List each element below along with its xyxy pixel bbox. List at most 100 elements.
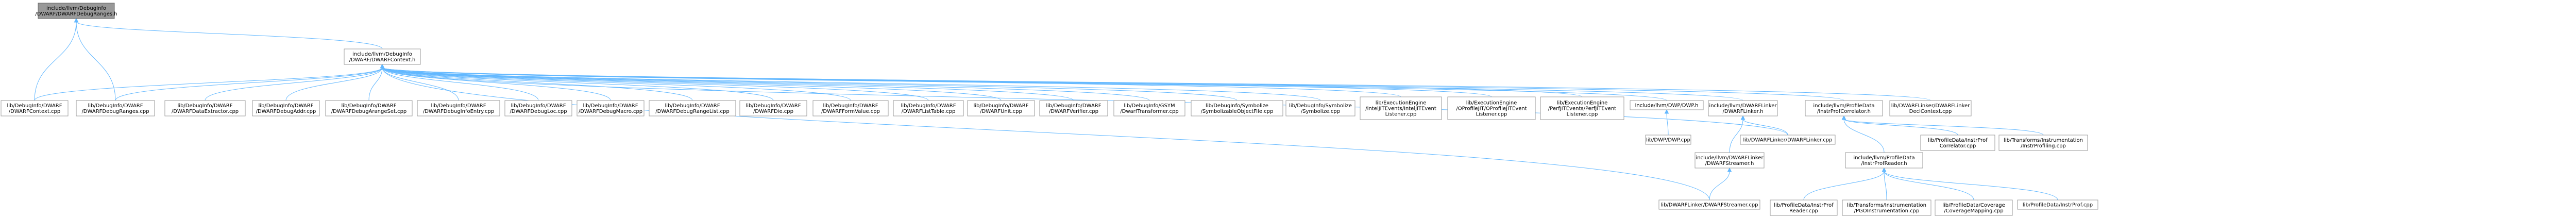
node-label-line: lib/DebugInfo/DWARF bbox=[511, 103, 566, 109]
graph-node[interactable]: lib/DebugInfo/Symbolize/Symbolize.cpp bbox=[1285, 100, 1355, 116]
graph-node[interactable]: lib/DebugInfo/DWARF/DWARFDataExtractor.c… bbox=[164, 100, 246, 116]
node-box bbox=[967, 100, 1035, 116]
graph-node[interactable]: include/llvm/DWARFLinker/DWARFStreamer.h bbox=[1694, 152, 1765, 169]
graph-node[interactable]: lib/DebugInfo/GSYM/DwarfTransformer.cpp bbox=[1113, 100, 1185, 116]
node-label-line: /DWARFVerifier.cpp bbox=[1049, 109, 1098, 114]
node-box bbox=[164, 100, 246, 116]
node-box bbox=[1191, 100, 1283, 116]
graph-node[interactable]: include/llvm/DWP/DWP.h bbox=[1630, 100, 1704, 110]
edge-ctx-to-n_dwp_h bbox=[382, 67, 1667, 101]
node-box bbox=[344, 48, 421, 65]
graph-node[interactable]: lib/DWP/DWP.cpp bbox=[1645, 135, 1691, 145]
graph-node[interactable]: include/llvm/DebugInfo/DWARF/DWARFContex… bbox=[344, 48, 421, 65]
node-label-line: /DWARFDebugArangeSet.cpp bbox=[331, 109, 407, 114]
graph-node[interactable]: lib/DebugInfo/DWARF/DWARFFormValue.cpp bbox=[812, 100, 889, 116]
edge-ctx-to-n_loc bbox=[382, 67, 539, 101]
node-label-line: lib/DWP/DWP.cpp bbox=[1646, 138, 1690, 143]
node-label-line: include/llvm/DebugInfo bbox=[352, 52, 412, 57]
node-box bbox=[1889, 100, 1972, 116]
graph-node[interactable]: include/llvm/ProfileData/InstrProfReader… bbox=[1845, 152, 1923, 169]
node-label-line: /CoverageMapping.cpp bbox=[1944, 208, 2004, 214]
graph-node[interactable]: lib/DWARFLinker/DWARFLinker.cpp bbox=[1740, 135, 1836, 145]
edge-ctx-to-n_declctx bbox=[382, 67, 1931, 101]
node-box bbox=[252, 100, 320, 116]
arrowhead-n_dwp_h-to-n_dwp_cpp bbox=[1664, 109, 1669, 114]
node-label-line: /DWARFUnit.cpp bbox=[980, 109, 1022, 114]
edge-ctx-to-n_arangeset bbox=[368, 67, 383, 101]
edge-root-to-n_ranges_cpp bbox=[76, 21, 116, 101]
graph-nodes: include/llvm/DebugInfo/DWARF/DWARFDebugR… bbox=[1, 3, 2098, 216]
graph-node[interactable]: lib/DebugInfo/DWARF/DWARFDebugRanges.cpp bbox=[76, 100, 155, 116]
arrowhead-root-to-n_ranges_cpp bbox=[74, 18, 79, 23]
root-node: include/llvm/DebugInfo/DWARF/DWARFDebugR… bbox=[35, 3, 117, 19]
node-box bbox=[2017, 199, 2098, 210]
node-box bbox=[739, 100, 807, 116]
graph-node[interactable]: lib/DebugInfo/Symbolize/SymbolizableObje… bbox=[1191, 100, 1283, 116]
graph-node[interactable]: lib/DebugInfo/DWARF/DWARFVerifier.cpp bbox=[1039, 100, 1108, 116]
node-label-line: /InstrProfCorrelator.h bbox=[1817, 109, 1871, 114]
graph-node[interactable]: lib/ExecutionEngine/OProfileJIT/OProfile… bbox=[1447, 96, 1536, 120]
node-label-line: DeclContext.cpp bbox=[1909, 109, 1952, 114]
node-label-line: lib/ExecutionEngine bbox=[1376, 101, 1427, 106]
node-label-line: /DWARFDebugRangeList.cpp bbox=[655, 109, 729, 114]
graph-node[interactable]: lib/ProfileData/InstrProfCorrelator.cpp bbox=[1920, 135, 1995, 151]
node-box bbox=[1285, 100, 1355, 116]
graph-node[interactable]: include/llvm/DWARFLinker/DWARFLinker.h bbox=[1708, 100, 1778, 116]
graph-node[interactable]: lib/DebugInfo/DWARF/DWARFUnit.cpp bbox=[967, 100, 1035, 116]
node-label-line: lib/DebugInfo/DWARF bbox=[177, 103, 232, 109]
edge-ctx-to-n_linker_h bbox=[382, 67, 1743, 101]
edge-root-to-n_ctx_cpp bbox=[34, 21, 77, 101]
node-label-line: Listener.cpp bbox=[1567, 112, 1598, 118]
graph-node[interactable]: lib/DebugInfo/DWARF/DWARFDebugRangeList.… bbox=[649, 100, 736, 116]
node-label-line: /DWARFDebugLoc.cpp bbox=[510, 109, 567, 114]
node-label-line: /SymbolizableObjectFile.cpp bbox=[1201, 109, 1274, 114]
graph-node[interactable]: lib/ProfileData/InstrProfReader.cpp bbox=[1770, 199, 1838, 216]
graph-node[interactable]: lib/DebugInfo/DWARF/DWARFDebugArangeSet.… bbox=[325, 100, 413, 116]
graph-node[interactable]: lib/DebugInfo/DWARF/DWARFDie.cpp bbox=[739, 100, 807, 116]
node-label-line: /IntelJITEvents/IntelJITEvent bbox=[1365, 106, 1436, 112]
node-label-line: /DwarfTransformer.cpp bbox=[1120, 109, 1178, 114]
graph-node[interactable]: lib/DebugInfo/DWARF/DWARFDebugInfoEntry.… bbox=[417, 100, 500, 116]
node-box bbox=[76, 100, 155, 116]
graph-node[interactable]: lib/DWARFLinker/DWARFStreamer.cpp bbox=[1658, 199, 1760, 210]
node-label-line: lib/Transforms/Instrumentation bbox=[1847, 203, 1926, 208]
graph-node[interactable]: lib/ProfileData/Coverage/CoverageMapping… bbox=[1935, 199, 2013, 216]
node-label-line: /DWARFDebugMacro.cpp bbox=[579, 109, 642, 114]
arrowhead-n_correlator_h-to-n_instrprofiling bbox=[1841, 115, 1846, 120]
graph-node[interactable]: lib/ProfileData/InstrProf.cpp bbox=[2017, 199, 2098, 210]
node-label-line: lib/DebugInfo/DWARF bbox=[258, 103, 313, 109]
edge-ctx-to-n_arangeentry bbox=[382, 67, 459, 101]
edge-n_streamer_h-to-n_streamer_cpp bbox=[1709, 171, 1730, 201]
graph-node[interactable]: include/llvm/ProfileData/InstrProfCorrel… bbox=[1805, 100, 1883, 116]
graph-node[interactable]: lib/DebugInfo/DWARF/DWARFContext.cpp bbox=[1, 100, 69, 116]
node-box bbox=[1630, 100, 1704, 110]
graph-node[interactable]: lib/DebugInfo/DWARF/DWARFListTable.cpp bbox=[893, 100, 964, 116]
graph-node[interactable]: lib/Transforms/Instrumentation/PGOInstru… bbox=[1842, 199, 1931, 216]
edge-n_reader_h-to-n_instrprof_cpp bbox=[1884, 171, 2058, 201]
graph-node[interactable]: lib/ExecutionEngine/PerfJITEvents/PerfJI… bbox=[1540, 96, 1624, 120]
graph-node[interactable]: lib/ExecutionEngine/IntelJITEvents/Intel… bbox=[1360, 96, 1442, 120]
node-label-line: /DWARF/DWARFContext.h bbox=[349, 57, 416, 63]
node-label-line: lib/DebugInfo/DWARF bbox=[823, 103, 878, 109]
graph-node[interactable]: lib/DebugInfo/DWARF/DWARFDebugLoc.cpp bbox=[504, 100, 572, 116]
node-label-line: /DWARFStreamer.h bbox=[1705, 161, 1754, 166]
edge-ctx-to-n_symobj bbox=[382, 67, 1238, 101]
node-box bbox=[1645, 135, 1691, 145]
node-box bbox=[649, 100, 736, 116]
node-box bbox=[1845, 152, 1923, 169]
edge-ctx-to-n_ranges_cpp bbox=[115, 67, 383, 101]
node-box bbox=[417, 100, 500, 116]
node-label-line: /PerfJITEvents/PerfJITEvent bbox=[1548, 106, 1616, 112]
graph-node[interactable]: lib/Transforms/Instrumentation/InstrProf… bbox=[1998, 135, 2088, 151]
node-label-line: /OProfileJIT/OProfileJITEvent bbox=[1456, 106, 1527, 112]
node-label-line: Correlator.cpp bbox=[1940, 143, 1976, 149]
edge-ctx-to-n_rnglist bbox=[382, 67, 693, 101]
node-label-line: /DWARFDebugRanges.cpp bbox=[81, 109, 149, 114]
graph-node[interactable]: lib/DebugInfo/DWARF/DWARFDebugMacro.cpp bbox=[577, 100, 645, 116]
node-label-line: lib/DebugInfo/DWARF bbox=[88, 103, 143, 109]
node-box bbox=[893, 100, 964, 116]
graph-node[interactable]: lib/DWARFLinker/DWARFLinkerDeclContext.c… bbox=[1889, 100, 1972, 116]
node-label-line: lib/DebugInfo/DWARF bbox=[901, 103, 956, 109]
graph-node[interactable]: lib/DebugInfo/DWARF/DWARFDebugAddr.cpp bbox=[252, 100, 320, 116]
node-label-line: Reader.cpp bbox=[1789, 208, 1818, 214]
